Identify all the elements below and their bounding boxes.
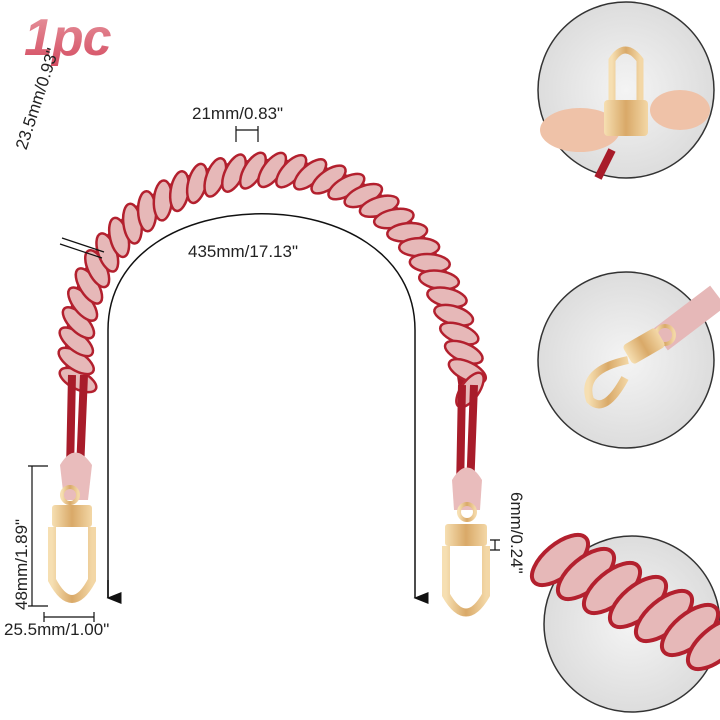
detail-view-clasp-closeup [537,271,720,449]
right-end-cap [452,467,482,510]
clasp-width-marker [43,612,95,622]
right-clasp [442,502,490,617]
length-arrow [107,213,429,604]
braided-links [57,151,488,409]
link-width-marker [235,126,259,142]
detail-view-braid-closeup [529,532,720,713]
link-length-marker [59,237,105,259]
clasp-width-label: 25.5mm/1.00" [4,620,110,639]
detail-view-clasp-in-hand [537,1,715,180]
ring-size-label: 6mm/0.24" [507,492,526,574]
clasp-height-label: 48mm/1.89" [12,518,31,610]
link-width-label: 21mm/0.83" [192,104,284,123]
quantity-badge: 1pc [24,9,112,67]
clasp-height-marker [28,465,48,607]
left-clasp [48,485,96,603]
strap-length-label: 435mm/17.13" [188,242,298,261]
braid-link [685,616,720,672]
ring-marker [490,539,500,551]
